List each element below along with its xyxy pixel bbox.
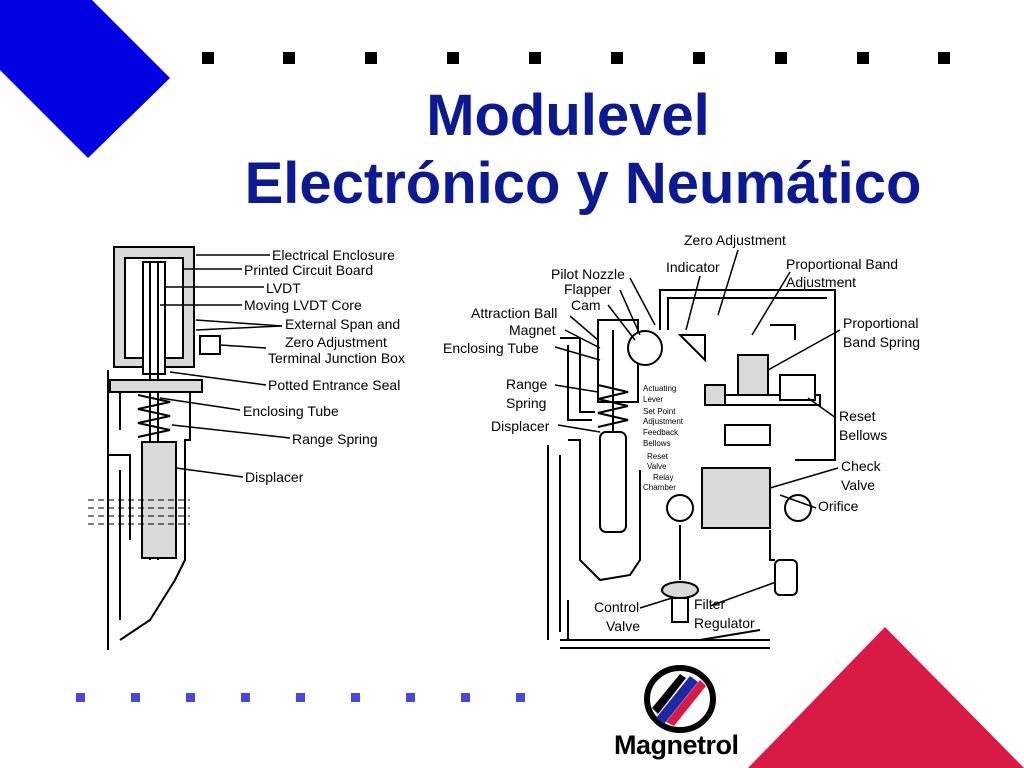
title-line-2: Electrónico y Neumático [244,151,922,216]
bottom-right-triangle [748,627,1024,768]
small-label-valve: Valve [647,462,667,471]
label-filter: Filter [694,596,726,612]
label-reset: Reset [839,408,876,424]
top-left-diamond [0,0,170,158]
label-flapper: Flapper [564,281,612,297]
reset-bellows-shape [779,374,816,401]
label-potted-entrance-seal: Potted Entrance Seal [268,377,401,393]
filter-regulator-shape [774,559,798,596]
label-moving-lvdt-core: Moving LVDT Core [244,297,362,313]
small-label-feedback: Feedback [643,428,679,437]
label-orifice: Orifice [818,498,859,514]
left-gauge-shape [666,494,694,522]
top-squares [202,52,950,64]
title-line-1: Modulevel [426,83,710,148]
label-displacer-right: Displacer [491,418,550,434]
magnetrol-wordmark: Magnetrol [614,730,739,760]
label-lvdt: LVDT [266,280,301,296]
right-gauge-shape [784,494,812,522]
flange-shape [109,379,203,393]
label-displacer-left: Displacer [245,469,304,485]
label-bellows: Bellows [839,427,888,443]
label-regulator: Regulator [694,615,755,631]
label-zero-adjustment-left: Zero Adjustment [285,334,387,350]
small-label-lever: Lever [643,395,664,404]
label-spring: Spring [506,395,547,411]
label-terminal-junction-box: Terminal Junction Box [268,350,405,366]
relay-chamber-shape [701,467,771,529]
enclosing-tube-shape [597,319,639,403]
small-label-actuating: Actuating [643,384,677,393]
right-range-spring-shape [597,384,629,428]
label-enclosing-tube-left: Enclosing Tube [243,403,339,419]
label-control: Control [594,599,640,615]
cam-shape [627,330,663,366]
label-magnet: Magnet [509,322,556,338]
label-cam: Cam [571,297,601,313]
lvdt-shape [142,261,166,375]
label-zero-adjustment-right: Zero Adjustment [684,232,786,248]
label-band-spring: Band Spring [843,334,921,350]
label-valve-check: Valve [841,477,875,493]
label-indicator: Indicator [666,259,720,275]
label-electrical-enclosure: Electrical Enclosure [272,247,395,263]
label-enclosing-tube-right: Enclosing Tube [443,340,539,356]
bottom-squares [76,693,525,702]
label-external-span: External Span and [285,316,401,332]
label-range-spring-left: Range Spring [292,431,378,447]
small-label-chamber: Chamber [643,483,676,492]
range-spring-shape [137,394,171,438]
small-label-relay: Relay [653,473,674,482]
label-proportional-band: Proportional Band [786,256,899,272]
label-valve-control: Valve [606,618,640,634]
label-range: Range [506,376,548,392]
small-label-adjustment: Adjustment [643,417,684,426]
label-printed-circuit-board: Printed Circuit Board [244,262,374,278]
label-check: Check [841,458,881,474]
small-label-bellows: Bellows [643,439,671,448]
label-pilot-nozzle: Pilot Nozzle [551,266,625,282]
label-attraction-ball: Attraction Ball [471,305,558,321]
small-label-set-point: Set Point [643,407,676,416]
small-label-reset: Reset [647,452,668,461]
indicator-shape [677,334,706,363]
label-adjustment: Adjustment [786,274,857,290]
proportional-band-spring-shape [737,354,769,396]
label-proportional: Proportional [843,315,919,331]
